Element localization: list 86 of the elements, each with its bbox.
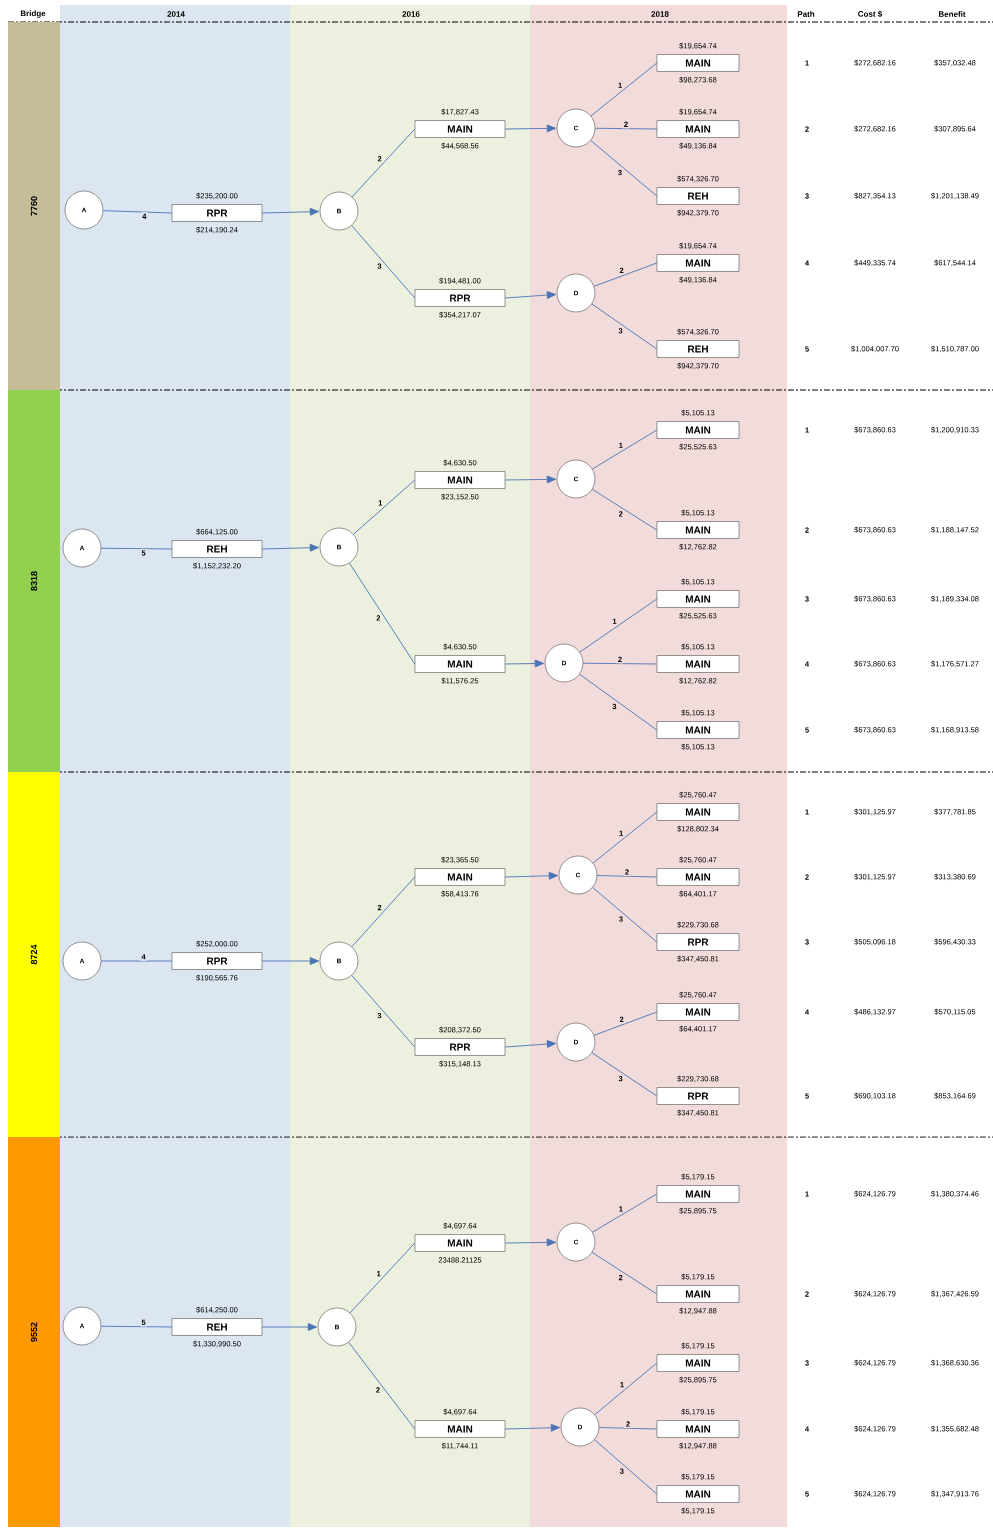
connector-line (504, 659, 545, 668)
column-header: Path (797, 11, 815, 17)
action-box: MAIN (414, 1234, 506, 1252)
action-box: MAIN (656, 803, 740, 821)
connector-line (351, 128, 416, 198)
action-box: MAIN (656, 1485, 740, 1503)
action-box: MAIN (656, 590, 740, 608)
action-box: MAIN (656, 1003, 740, 1021)
connector-line (261, 543, 320, 552)
column-header: 2016 (402, 11, 420, 17)
action-box: MAIN (414, 1420, 506, 1438)
connector-line (592, 887, 658, 943)
action-box: REH (656, 340, 740, 358)
connector-line (596, 875, 658, 878)
connector-line (504, 1238, 557, 1247)
action-box: MAIN (656, 54, 740, 72)
column-header: Benefit (938, 11, 966, 17)
action-box: MAIN (656, 721, 740, 739)
connector-line (579, 673, 658, 731)
connector-line (504, 475, 557, 484)
action-box: RPR (414, 1038, 506, 1056)
action-box: RPR (171, 952, 263, 970)
connector-line (351, 225, 416, 299)
connector-line (590, 62, 658, 117)
connector-line (261, 957, 320, 965)
action-box: MAIN (414, 120, 506, 138)
action-box: REH (656, 187, 740, 205)
action-box: RPR (656, 933, 740, 951)
connector-line (591, 1251, 658, 1295)
action-box: RPR (656, 1087, 740, 1105)
connector-line (261, 207, 320, 216)
connector-line (351, 876, 416, 948)
connector-line (593, 262, 658, 287)
action-box: MAIN (656, 421, 740, 439)
action-box: MAIN (414, 471, 506, 489)
action-box: MAIN (414, 655, 506, 673)
column-header: Cost $ (858, 10, 883, 18)
connector-line (590, 139, 658, 197)
bridge-band: 8318 (8, 390, 60, 772)
bridge-band: 8724 (8, 772, 60, 1137)
connector-line (504, 1423, 561, 1432)
connector-line (100, 960, 173, 962)
connector-line (591, 1052, 658, 1097)
connector-line (598, 1427, 658, 1430)
connector-line (591, 429, 658, 470)
connector-line (504, 291, 557, 299)
column-header: 2018 (651, 11, 669, 17)
action-box: MAIN (656, 1420, 740, 1438)
action-box: MAIN (656, 655, 740, 673)
connector-line (504, 871, 559, 880)
connector-line (591, 488, 658, 531)
connector-line (261, 1323, 318, 1331)
connector-line (594, 127, 658, 130)
action-box: RPR (171, 204, 263, 222)
bridge-band: 7760 (8, 22, 60, 390)
connector-line (102, 210, 173, 214)
connector-line (504, 1040, 557, 1048)
connector-line (591, 303, 658, 350)
connector-line (594, 1439, 658, 1495)
connector-line (349, 1242, 416, 1314)
connector-line (100, 547, 173, 550)
action-box: MAIN (656, 868, 740, 886)
action-box: RPR (414, 289, 506, 307)
action-box: MAIN (414, 868, 506, 886)
connector-line (348, 1341, 416, 1430)
action-box: MAIN (656, 521, 740, 539)
connector-line (592, 811, 658, 864)
connector-line (582, 662, 658, 665)
connector-line (352, 479, 416, 535)
connector-line (579, 598, 658, 653)
connector-line (594, 1362, 658, 1416)
action-box: MAIN (656, 1354, 740, 1372)
action-box: MAIN (656, 120, 740, 138)
connector-line (504, 124, 557, 133)
action-box: MAIN (656, 254, 740, 272)
column-header: 2014 (167, 11, 185, 17)
connector-line (592, 1193, 658, 1233)
action-box: MAIN (656, 1185, 740, 1203)
action-box: REH (171, 1318, 263, 1336)
connector-line (593, 1011, 658, 1036)
connector-line (349, 562, 416, 665)
action-box: MAIN (656, 1285, 740, 1303)
action-box: REH (171, 540, 263, 558)
bridge-band: 9552 (8, 1137, 60, 1527)
connector-line (351, 974, 416, 1048)
connector-line (100, 1325, 173, 1328)
